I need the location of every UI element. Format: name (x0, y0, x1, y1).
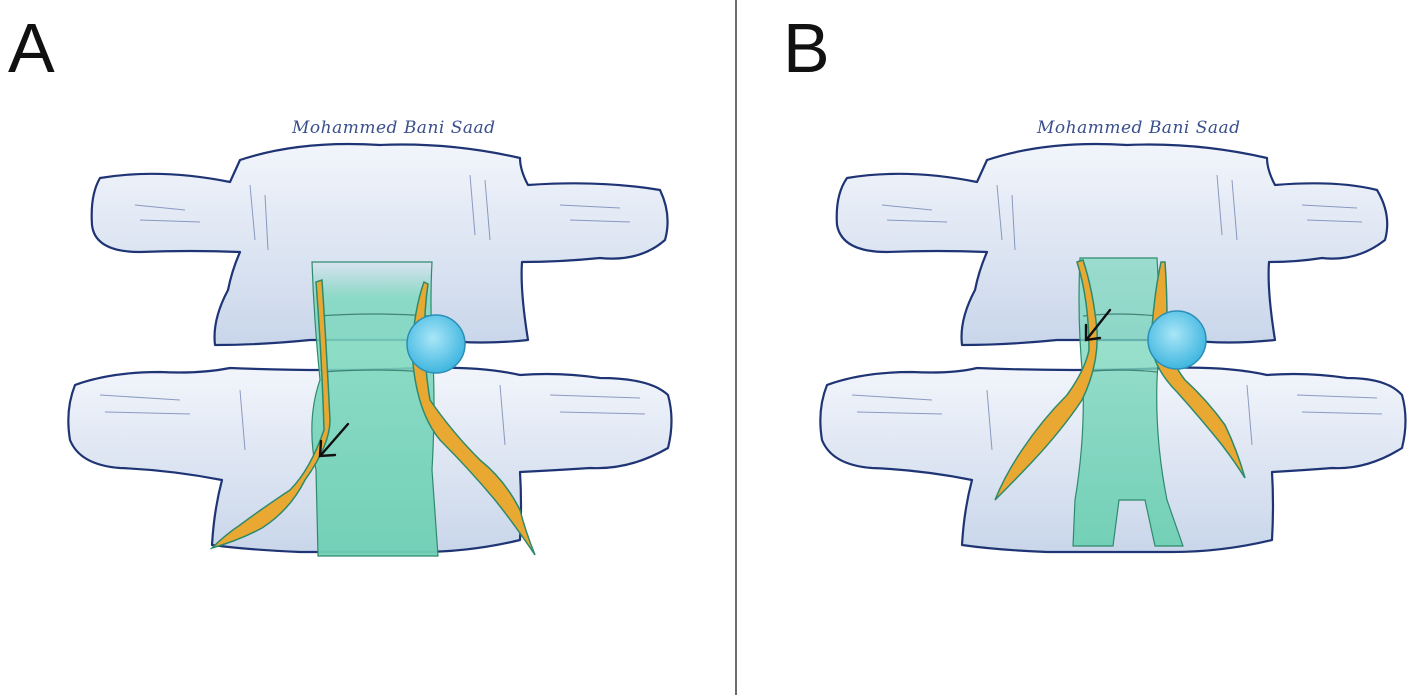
panel-b: B Mohammed Bani Saad (737, 0, 1417, 695)
cyst-a (406, 314, 466, 374)
left-nerve-root-b (994, 259, 1098, 501)
arrow-a (318, 422, 350, 458)
artist-signature-b: Mohammed Bani Saad (1037, 118, 1241, 138)
left-nerve-root-a (209, 278, 331, 550)
right-nerve-root-a (411, 280, 536, 556)
arrow-b (1084, 308, 1112, 342)
spine-illustration-a (67, 142, 673, 557)
upper-vertebra-a (90, 142, 669, 347)
panel-divider (735, 0, 737, 695)
artist-signature-a: Mohammed Bani Saad (292, 118, 496, 138)
panel-label-a: A (8, 9, 55, 87)
cyst-b (1147, 310, 1207, 370)
upper-vertebra-b (835, 142, 1389, 347)
panel-a: A Mohammed Bani Saad (8, 9, 673, 557)
panel-label-b: B (783, 9, 830, 87)
spine-illustration-b (819, 142, 1407, 554)
